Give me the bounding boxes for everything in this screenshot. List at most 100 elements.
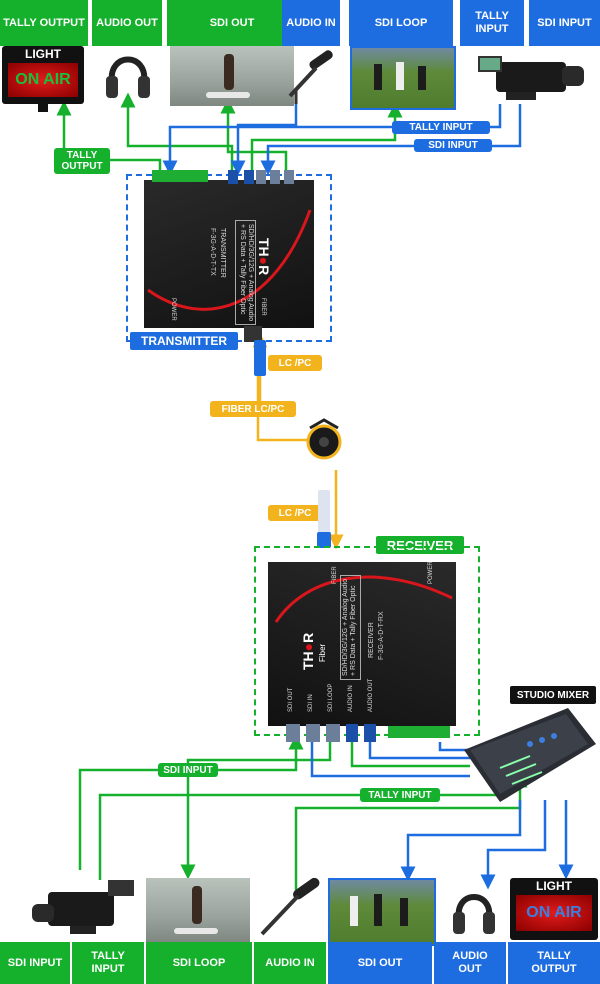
headphones-icon — [106, 56, 150, 98]
tag-tally-input-top: TALLY INPUT — [392, 121, 490, 134]
microphone-icon-bottom — [260, 878, 320, 936]
tag-sdi-input-bottom: SDI INPUT — [158, 763, 218, 777]
tag-tally-output-top: TALLY OUTPUT — [54, 148, 110, 174]
rx-port-label-audio-in: AUDIO IN — [348, 685, 354, 712]
line-sdi-input-top — [260, 104, 522, 176]
tx-title: TRANSMITTER — [219, 228, 226, 278]
rx-fiber-label: FIBER — [332, 566, 338, 584]
tag-tally-input-bottom: TALLY INPUT — [360, 788, 440, 802]
device-desc-rx: SD/HD/3G/12G + Analog Audio + RS Data + … — [340, 574, 361, 680]
line-sdi-out-bottom — [310, 742, 470, 778]
line-fiber-top — [256, 350, 310, 442]
light-title-bottom: LIGHT — [536, 879, 572, 893]
rx-power-label: POWER — [428, 561, 434, 584]
on-air-panel: ON AIR — [8, 63, 78, 97]
bottom-label-tally-input: TALLY INPUT — [72, 942, 144, 984]
lc-connector-top — [254, 340, 266, 376]
tx-model: F-3G-A-D-T-TX — [209, 228, 216, 276]
light-title: LIGHT — [25, 47, 61, 61]
fiber-connector-tx — [244, 326, 262, 342]
on-air-light-bottom: LIGHT ON AIR — [510, 878, 598, 940]
microphone-icon — [288, 50, 333, 104]
terminal-block — [152, 170, 208, 182]
line-audio-in-top — [230, 104, 298, 176]
bottom-label-tally-output: TALLY OUTPUT — [508, 942, 600, 984]
tag-lcpc-top: LC /PC — [268, 355, 322, 371]
top-label-tally-output: TALLY OUTPUT — [0, 0, 88, 46]
thor-logo-rx: TH●R — [300, 632, 316, 670]
device-desc-tx: SD/HD/3G/12G + Analog Audio + RS Data + … — [235, 220, 256, 326]
rx-port-label-sdi-in: SDI IN — [308, 694, 314, 712]
rx-audio-out-jack — [364, 724, 376, 742]
bnc-port-sdi-loop — [256, 170, 266, 184]
bnc-port-sdi-out — [284, 170, 294, 184]
rx-bnc-sdi-loop — [326, 724, 340, 742]
line-sdi-out-top — [220, 98, 288, 174]
line-mixer-to-sdi-out — [400, 800, 522, 882]
fiber-reel-icon — [306, 418, 342, 460]
camera-icon — [478, 56, 584, 100]
rx-bnc-sdi-out — [286, 724, 300, 742]
tag-sdi-input-top: SDI INPUT — [414, 139, 492, 152]
rx-terminal-block — [388, 726, 450, 738]
line-tally-output-top — [56, 100, 162, 176]
tx-power-label: POWER — [170, 298, 176, 321]
top-label-audio-in: AUDIO IN — [282, 0, 340, 46]
bnc-port-audio-out — [228, 170, 238, 184]
bottom-label-audio-out: AUDIO OUT — [434, 942, 506, 984]
top-label-tally-input: TALLY INPUT — [460, 0, 524, 46]
headphones-icon-bottom — [453, 894, 495, 934]
line-audio-out-top — [120, 92, 234, 174]
red-swoosh — [147, 209, 312, 311]
line-rx-audio-out — [368, 742, 470, 760]
surfer-photo-bottom — [146, 878, 250, 942]
thor-sub-rx: Fiber — [318, 643, 327, 662]
on-air-text: ON AIR — [15, 71, 71, 88]
surfer-photo-top — [170, 46, 294, 106]
soccer-photo-bottom — [328, 878, 436, 946]
soccer-photo-top — [350, 46, 456, 110]
surfer-figure — [224, 54, 234, 90]
line-rx-audio-in — [350, 742, 470, 768]
rx-bnc-sdi-in — [306, 724, 320, 742]
bottom-label-sdi-out: SDI OUT — [328, 942, 432, 984]
bnc-port-audio-in — [244, 170, 254, 184]
camera-icon-bottom — [32, 880, 134, 934]
top-label-sdi-input: SDI INPUT — [529, 0, 600, 46]
tx-fiber-label: FIBER — [260, 298, 266, 316]
bottom-label-sdi-input: SDI INPUT — [0, 942, 70, 984]
studio-mixer-icon — [464, 708, 596, 802]
thor-logo-tx: TH●R — [256, 238, 272, 276]
rx-model: F-3G-A-D-T-RX — [378, 611, 385, 660]
bottom-label-sdi-loop: SDI LOOP — [146, 942, 252, 984]
lc-connector-bottom-cap — [317, 532, 331, 548]
top-label-sdi-out: SDI OUT — [167, 0, 297, 46]
light-stand — [38, 104, 48, 112]
top-label-sdi-loop: SDI LOOP — [349, 0, 453, 46]
rx-port-label-sdi-loop: SDI LOOP — [328, 683, 334, 712]
tag-studio-mixer: STUDIO MIXER — [510, 686, 596, 704]
tag-transmitter: TRANSMITTER — [130, 332, 238, 350]
line-mixer-to-audio-out — [480, 800, 547, 890]
rx-audio-in-jack — [346, 724, 358, 742]
line-audio-in-bottom — [294, 772, 528, 890]
line-sdi-loop-bottom — [180, 742, 332, 880]
tag-lcpc-bottom: LC /PC — [268, 505, 322, 521]
line-tally-input-top — [162, 104, 502, 176]
bottom-label-audio-in: AUDIO IN — [254, 942, 326, 984]
lc-connector-bottom — [318, 490, 330, 534]
receiver-device: TH●R Fiber SD/HD/3G/12G + Analog Audio +… — [268, 561, 456, 726]
transmitter-device: TH●R SD/HD/3G/12G + Analog Audio + RS Da… — [144, 170, 314, 328]
tag-receiver: RECEIVER — [376, 536, 464, 554]
rx-port-label-sdi-out: SDI OUT — [288, 687, 294, 712]
on-air-text-bottom: ON AIR — [526, 904, 582, 921]
top-label-audio-out: AUDIO OUT — [92, 0, 162, 46]
surfboard — [206, 92, 250, 98]
bnc-port-sdi-in — [270, 170, 280, 184]
line-sdi-loop-top — [250, 102, 403, 174]
red-swoosh-rx — [274, 575, 453, 623]
tag-fiber: FIBER LC/PC — [210, 401, 296, 417]
rx-port-label-audio-out: AUDIO OUT — [368, 678, 374, 712]
on-air-light-top: LIGHT ON AIR — [2, 46, 84, 112]
